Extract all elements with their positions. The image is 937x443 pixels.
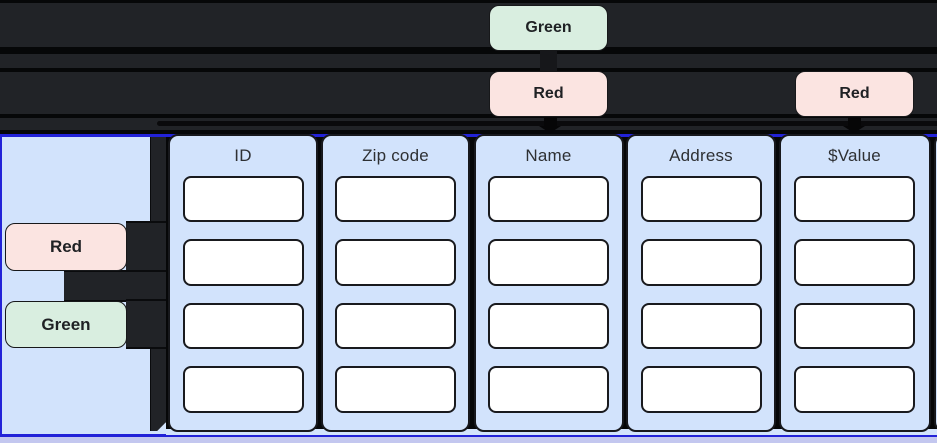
cell-box[interactable] (794, 366, 915, 413)
cell-box[interactable] (794, 302, 915, 350)
column-label: Zip code (362, 145, 429, 165)
cell-box[interactable] (488, 302, 609, 350)
node-badge-green-top[interactable]: Green (489, 5, 608, 51)
cell-box[interactable] (335, 302, 456, 350)
column-card-zip-code[interactable]: Zip code (321, 134, 470, 432)
cell-box[interactable] (182, 175, 304, 223)
cell-box[interactable] (335, 366, 456, 413)
badge-label: Red (49, 237, 83, 256)
column-label: $Value (828, 145, 881, 165)
cell-box[interactable] (335, 239, 456, 286)
row-band-2 (0, 54, 937, 68)
cell-box[interactable] (640, 302, 762, 350)
node-badge-red-right[interactable]: Red (795, 71, 914, 117)
cell-box[interactable] (640, 175, 762, 223)
cell-box[interactable] (182, 302, 304, 350)
node-badge-red-middle[interactable]: Red (489, 71, 608, 117)
column-card-address[interactable]: Address (626, 134, 776, 432)
cell-box[interactable] (182, 366, 304, 413)
edge-elbow (64, 270, 166, 302)
cell-box[interactable] (794, 175, 915, 223)
edge-stub-red (126, 221, 166, 272)
cell-box[interactable] (640, 239, 762, 286)
cell-box[interactable] (488, 239, 609, 286)
column-card-value[interactable]: $Value (778, 134, 931, 432)
badge-label: Red (839, 85, 870, 102)
column-label: Name (525, 145, 572, 165)
group-container-border (0, 134, 937, 437)
column-card-name[interactable]: Name (473, 134, 624, 432)
node-badge-green-left[interactable]: Green (5, 301, 127, 348)
edge-arrow-shaft-name (543, 117, 557, 127)
cell-box[interactable] (182, 239, 304, 286)
edge-green-to-red (540, 49, 557, 73)
badge-label: Green (41, 314, 91, 334)
cell-box[interactable] (335, 175, 456, 223)
cell-box[interactable] (794, 239, 915, 286)
cell-box[interactable] (640, 366, 762, 413)
badge-label: Green (525, 19, 572, 36)
column-label: ID (234, 145, 252, 165)
column-label: Address (669, 145, 733, 165)
edge-arrow-shaft-value (847, 117, 861, 127)
cell-box[interactable] (488, 366, 609, 413)
arrow-down-icon (843, 126, 865, 133)
row-band-1 (0, 3, 937, 47)
badge-label: Red (533, 85, 564, 102)
bottom-panel-strip (0, 437, 937, 443)
row-band-3 (0, 72, 937, 114)
node-badge-red-left[interactable]: Red (5, 223, 127, 271)
cell-box[interactable] (488, 175, 609, 223)
arrow-down-icon (539, 126, 561, 133)
edge-stub-green (126, 299, 166, 349)
column-card-id[interactable]: ID (168, 134, 318, 432)
